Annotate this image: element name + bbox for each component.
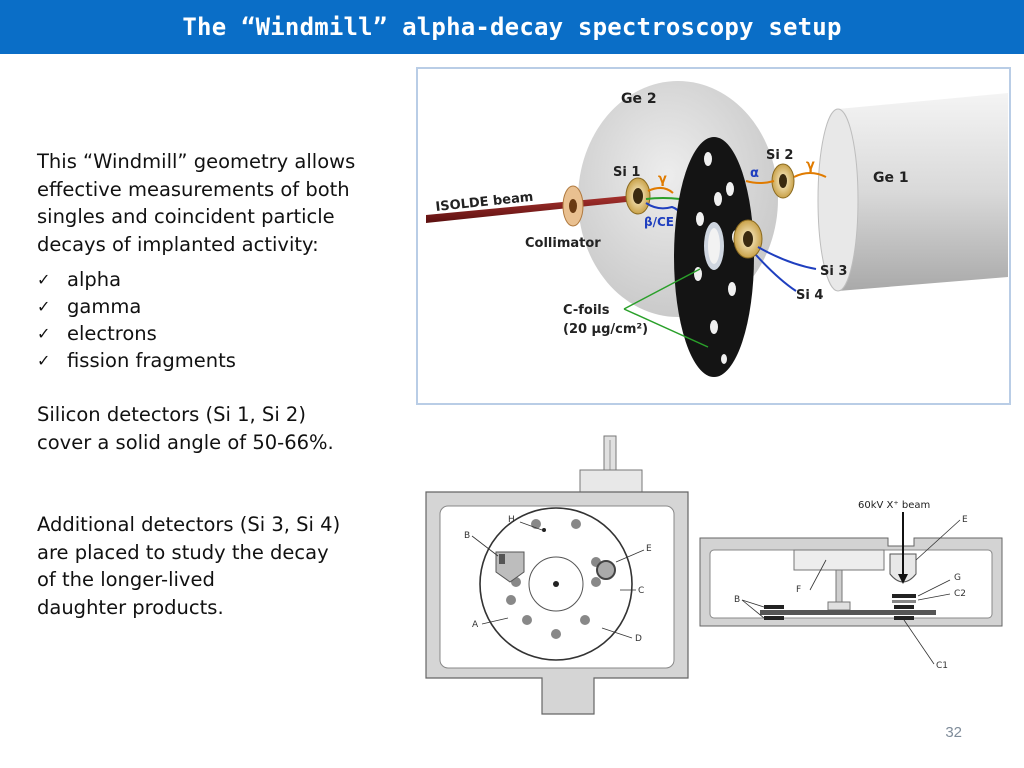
title-bar: The “Windmill” alpha-decay spectroscopy … — [0, 0, 1024, 54]
silicon-line: Silicon detectors (Si 1, Si 2) — [37, 403, 306, 426]
additional-paragraph: Additional detectors (Si 3, Si 4) are pl… — [37, 511, 397, 621]
page-number: 32 — [945, 724, 962, 741]
checklist-item: ✓ alpha — [37, 266, 236, 293]
si4-cable — [755, 254, 797, 292]
isolde-beam — [426, 195, 636, 223]
checkmark-icon: ✓ — [37, 297, 51, 316]
label-c1: C1 — [936, 661, 948, 671]
beam-label: 60kV X⁺ beam — [858, 500, 930, 511]
checklist-item: ✓ electrons — [37, 320, 236, 347]
beta-label: β/CE — [644, 215, 674, 229]
intro-line: This “Windmill” geometry allows — [37, 150, 356, 173]
gamma-label: γ — [658, 172, 667, 187]
alpha-label: α — [750, 166, 759, 181]
label-a: A — [472, 620, 479, 630]
label-h: H — [508, 515, 515, 525]
checkmark-icon: ✓ — [37, 324, 51, 343]
alpha-trace — [745, 180, 775, 184]
label-b: B — [464, 531, 470, 541]
slide-title: The “Windmill” alpha-decay spectroscopy … — [182, 13, 842, 41]
additional-line: daughter products. — [37, 595, 224, 619]
chamber-side-view-diagram: 60kV X⁺ beam E F G C2 B C1 — [699, 500, 1003, 671]
ge1-label: Ge 1 — [873, 170, 909, 186]
checklist-item: ✓ fission fragments — [37, 347, 236, 374]
additional-line: are placed to study the decay — [37, 540, 329, 564]
label-g: G — [954, 573, 961, 583]
chamber-top-view-diagram: A B C D E H — [425, 435, 689, 715]
ge1-detector — [817, 93, 1008, 292]
checkmark-icon: ✓ — [37, 270, 51, 289]
label-c2: C2 — [954, 589, 966, 599]
label-c: C — [638, 586, 644, 596]
additional-line: Additional detectors (Si 3, Si 4) — [37, 513, 341, 536]
label-b: B — [734, 595, 740, 605]
intro-line: effective measurements of both — [37, 177, 350, 201]
si2-label: Si 2 — [766, 148, 793, 163]
label-e: E — [962, 515, 968, 525]
checklist-item: ✓ gamma — [37, 293, 236, 320]
decay-checklist: ✓ alpha ✓ gamma ✓ electrons ✓ fission fragme… — [37, 266, 236, 374]
cfoils-pointer — [623, 308, 709, 348]
ge2-label: Ge 2 — [621, 91, 657, 107]
si3-label: Si 3 — [820, 264, 847, 279]
foil-bar — [760, 610, 936, 615]
intro-paragraph: This “Windmill” geometry allows effectiv… — [37, 148, 397, 258]
label-e: E — [646, 544, 652, 554]
si1-label: Si 1 — [613, 165, 640, 180]
green-trace — [645, 197, 681, 200]
label-d: D — [635, 634, 642, 644]
gamma-trace — [647, 187, 674, 194]
cfoils-pointer — [623, 268, 701, 310]
chamber-top-view-figure: A B C D E H — [424, 432, 690, 718]
si3-cable — [757, 246, 817, 270]
windmill-setup-illustration: Ge 2 Ge 1 ISOLDE beam Collimator Si 1 γ … — [426, 81, 1008, 377]
silicon-paragraph: Silicon detectors (Si 1, Si 2) cover a s… — [37, 401, 397, 456]
silicon-line: cover a solid angle of 50-66%. — [37, 430, 334, 454]
checkmark-icon: ✓ — [37, 351, 51, 370]
collimator-label: Collimator — [525, 236, 601, 251]
windmill-wheel — [674, 137, 754, 377]
detector-e — [596, 560, 616, 580]
gamma-label: γ — [806, 158, 815, 173]
checklist-label: gamma — [67, 295, 142, 318]
label-f: F — [796, 585, 801, 595]
si4-label: Si 4 — [796, 288, 823, 303]
additional-line: of the longer-lived — [37, 568, 215, 591]
checklist-label: alpha — [67, 268, 122, 291]
gamma-trace — [793, 172, 827, 178]
checklist-label: fission fragments — [67, 349, 236, 372]
windmill-setup-figure: Ge 2 Ge 1 ISOLDE beam Collimator Si 1 γ … — [416, 67, 1011, 405]
chamber-side-view-figure: 60kV X⁺ beam E F G C2 B C1 — [698, 494, 1004, 674]
checklist-label: electrons — [67, 322, 157, 345]
intro-line: decays of implanted activity: — [37, 232, 319, 256]
cfoils-density-label: (20 µg/cm²) — [563, 322, 648, 337]
cfoils-label: C-foils — [563, 303, 610, 318]
rod-mount — [579, 469, 643, 493]
intro-line: singles and coincident particle — [37, 205, 335, 228]
plate-f — [793, 549, 885, 571]
